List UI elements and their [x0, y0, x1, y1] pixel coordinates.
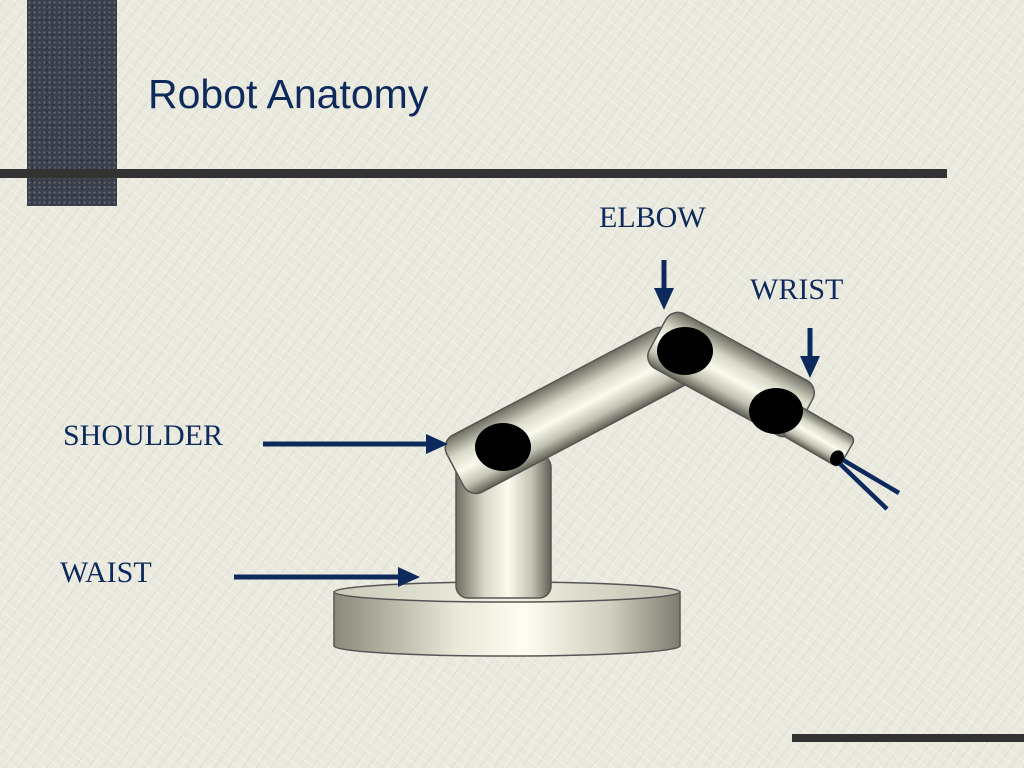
title-divider-line: [0, 169, 947, 178]
footer-rule: [792, 734, 1024, 742]
waist-label: WAIST: [60, 556, 152, 589]
slide-title: Robot Anatomy: [148, 71, 429, 117]
gripper: [830, 450, 901, 511]
wrist-arrow: [800, 328, 820, 378]
elbow-joint: [657, 327, 713, 375]
elbow-arrow: [654, 260, 674, 310]
shoulder-joint: [475, 423, 531, 471]
wrist-label: WRIST: [750, 273, 844, 306]
waist-arrow: [234, 567, 420, 587]
wrist-joint: [749, 388, 803, 434]
shoulder-arrow: [263, 434, 448, 454]
shoulder-label: SHOULDER: [63, 419, 224, 452]
elbow-label: ELBOW: [599, 201, 706, 234]
